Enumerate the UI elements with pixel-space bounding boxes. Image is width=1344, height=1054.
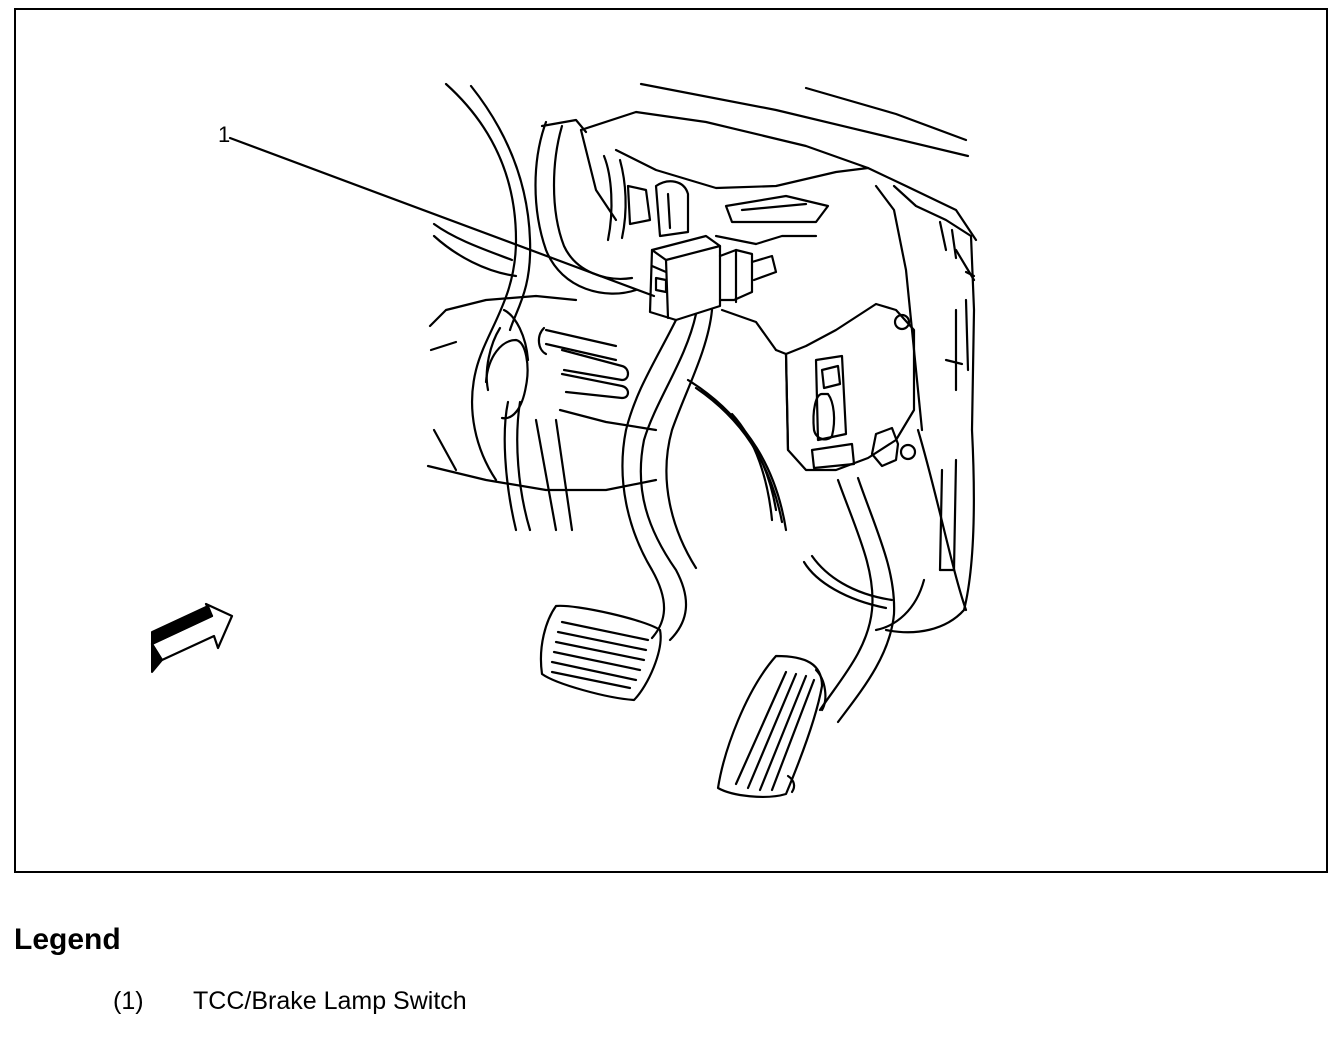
dash-panel [579, 82, 978, 432]
steering-column [426, 82, 690, 532]
accelerator-pedal-pad [716, 654, 824, 798]
pedal-assembly-illustration [150, 82, 978, 798]
illustration-frame: 1 [14, 8, 1328, 873]
view-direction-arrow-icon [150, 602, 234, 673]
floor-contour [686, 298, 976, 634]
legend-title: Legend [14, 923, 121, 956]
brake-pedal-pad [539, 604, 662, 702]
callout-label-1: 1 [218, 122, 231, 147]
legend-item-label: TCC/Brake Lamp Switch [193, 987, 467, 1015]
tcc-brake-lamp-switch [648, 234, 818, 322]
legend-item-number: (1) [113, 987, 144, 1015]
accelerator-pedal-bracket [720, 302, 917, 472]
callout-leader-line [228, 136, 656, 298]
brake-pedal-arm [621, 308, 714, 642]
